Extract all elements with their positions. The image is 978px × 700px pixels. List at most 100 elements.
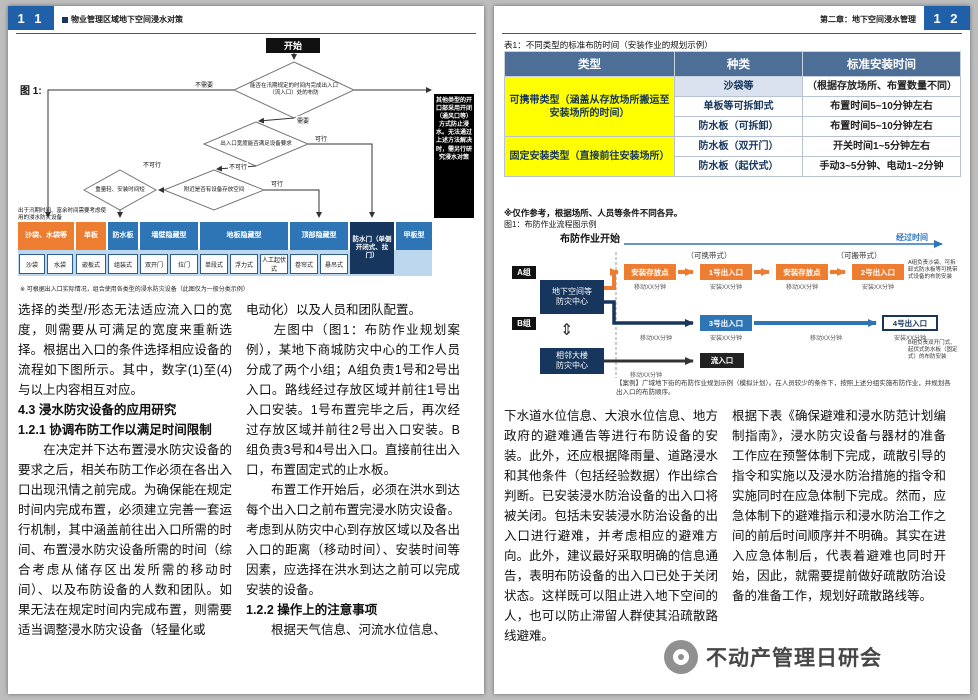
section-heading: 4.3 浸水防灾设备的应用研究 <box>18 403 177 417</box>
header-title-left: 物业管理区域地下空间浸水对策 <box>71 15 183 24</box>
type-cell-fixed: 固定安装类型（直接前往安装场所） <box>504 136 675 177</box>
flowchart-connectors <box>45 53 432 218</box>
time-label: 移动XX分钟 <box>633 285 666 291</box>
page-header-right: 第二章：地下空间浸水管理 <box>820 14 916 25</box>
camera-logo-icon <box>664 640 698 674</box>
exit-4-box: 4号出入口 <box>882 315 938 331</box>
table-row: 防水板（起伏式） 手动3~5分钟、电动1~2分钟 <box>505 156 961 177</box>
category-floor-hidden: 地板隐藏型 <box>200 222 288 250</box>
page-right: 1 2 第二章：地下空间浸水管理 表1：不同类型的标准布防时间（安装作业的规划示… <box>494 6 970 694</box>
branch-label-ok-1: 可行 <box>314 134 329 143</box>
category-waterproof-door: 防水门（单侧开闭式、拉门） <box>350 222 394 274</box>
kind-cell: 防水板（双开门） <box>674 136 803 157</box>
storage-point-box-1: 安装存放点 <box>624 264 676 280</box>
branch-label-need: 需要 <box>296 116 311 125</box>
time-cell: 布置时间5~10分钟左右 <box>802 96 961 117</box>
page-header-left: 物业管理区域地下空间浸水对策 <box>62 14 183 25</box>
page-left: 1 1 物业管理区域地下空间浸水对策 <box>8 6 484 694</box>
logo-text: 不动产管理日研会 <box>706 647 882 670</box>
category-panel: 单板 <box>76 222 106 250</box>
subtype-single-stage: 单段式 <box>200 254 228 274</box>
decision-3: 附近是否有设备存放空间 <box>183 186 245 193</box>
text-column-2: 电动化）以及人员和团队配置。 左图中（图1：布防作业规划案例），某地下商城防灾中… <box>246 300 460 640</box>
left-body-text: 选择的类型/形态无法适应流入口的宽度，则需要从可满足的宽度来重新选择。根据出入口… <box>18 300 460 640</box>
kind-cell: 单板等可拆卸式 <box>674 96 803 117</box>
standard-time-table: 类型 种类 标准安装时间 可携带类型（涵盖从存放场所搬运至安装场所的时间） 沙袋… <box>504 51 961 177</box>
bracket-carriable: （可搬带式） <box>836 251 882 260</box>
section-heading: 1.2.2 操作上的注意事项 <box>246 603 378 617</box>
exit-3-box: 3号出入口 <box>700 315 752 331</box>
type-cell-portable: 可携带类型（涵盖从存放场所搬运至安装场所的时间） <box>504 76 675 137</box>
header-type: 类型 <box>504 51 675 77</box>
header-rule-right <box>502 33 962 34</box>
branch-label-no-need: 不需要 <box>194 80 215 89</box>
header-rule-left <box>16 33 476 34</box>
time-cell: 开关时间1~5分钟左右 <box>802 136 961 157</box>
time-label: 移动XX分钟 <box>639 336 672 342</box>
paragraph: 左图中（图1：布防作业规划案例），某地下商城防灾中心的工作人员分成了两个小组；A… <box>246 323 460 477</box>
decision-4: 重量轻、安装时间短 <box>95 186 145 193</box>
flowchart-caption: ※ 可根据出入口实际情况，组合使用各类型的浸水防灾设备（此图仅为一般分类示例） <box>20 287 249 293</box>
time-label: 移动XX分钟 <box>629 373 662 379</box>
note-group-b: B组负责双开门式、起伏式防水板（固定式）的布防安装 <box>908 340 958 361</box>
case-note: 【案例】广域地下街的布防作业规划示例（模拟计划）。在人员较少的条件下，按照上述分… <box>616 380 951 396</box>
table-row: 单板等可拆卸式 布置时间5~10分钟左右 <box>505 96 961 117</box>
storage-point-box-2: 安装存放点 <box>776 264 828 280</box>
table-row: 可携带类型（涵盖从存放场所搬运至安装场所的时间） 沙袋等 （根据存放场所、布置数… <box>504 76 961 137</box>
updown-arrow-icon: ⇕ <box>560 322 574 339</box>
group-b-label: B组 <box>512 317 536 330</box>
subtype-hanging: 悬吊式 <box>320 254 348 274</box>
time-cell: 布置时间5~10分钟左右 <box>802 116 961 137</box>
timeline-caption: 图1：布防作业流程图示例 <box>504 220 597 229</box>
category-wall-hidden: 墙壁隐藏型 <box>140 222 198 250</box>
disaster-center-box: 地下空间等 防灾中心 <box>540 280 604 314</box>
paragraph: 下水道水位信息、大浪水位信息、地方政府的避难通告等进行布防设备的安装。此外，还应… <box>504 409 718 643</box>
flowchart-start-node: 开始 <box>266 38 320 53</box>
subtype-panel: 嵌板式 <box>76 254 106 274</box>
category-sandbag: 沙袋、水袋等 <box>18 222 74 250</box>
branch-label-ok-2: 可行 <box>270 179 285 188</box>
table-note: ※仅作参考，根据场所、人员等条件不同各异。 <box>504 208 683 218</box>
timeline-connectors <box>604 240 943 378</box>
paragraph: 在决定并下达布置浸水防灾设备的要求之后，相关布防工作必须在各出入口出现汛情之前完… <box>18 443 232 637</box>
deployment-timeline-figure: 布防作业开始 经过时间 （可携带式） （可搬带式） A组 B组 地下空间等 防灾… <box>504 230 960 402</box>
subtype-sandbag: 沙袋 <box>19 254 45 274</box>
flowchart-side-note: 其他类型的开口部采用开闭（通风口等）方式防止浸水。无法通过上述方法解决时，需另行… <box>434 94 474 218</box>
kind-cell: 沙袋等 <box>674 76 803 97</box>
table-header-row: 类型 种类 标准安装时间 <box>504 51 961 77</box>
time-cell: 手动3~5分钟、电动1~2分钟 <box>802 156 961 177</box>
subtype-buoyancy: 浮力式 <box>230 254 258 274</box>
header-title-right: 第二章：地下空间浸水管理 <box>820 15 916 24</box>
time-label: 安装XX分钟 <box>709 285 742 291</box>
publisher-logo: 不动产管理日研会 <box>662 638 892 676</box>
bracket-portable: （可携带式） <box>686 251 732 260</box>
subtype-roller: 卷帘式 <box>290 254 318 274</box>
figure-label: 图 1: <box>20 86 42 97</box>
page-number-right: 1 2 <box>924 6 970 30</box>
paragraph: 电动化）以及人员和团队配置。 <box>246 303 422 317</box>
subtype-waterbag: 水袋 <box>47 254 73 274</box>
group-a-label: A组 <box>512 266 536 279</box>
branch-label-ng-1: 不可行 <box>228 162 249 171</box>
category-waterboard: 防水板 <box>108 222 138 250</box>
subtype-sliding-door: 拉门 <box>170 254 198 274</box>
exit-2-box: 2号出入口 <box>852 264 904 280</box>
table-row: 固定安装类型（直接前往安装场所） 防水板（双开门） 开关时间1~5分钟左右 <box>504 136 961 177</box>
decision-2: 出入口宽度能否满足设备要求 <box>220 140 292 147</box>
subtype-double-door: 双开门 <box>140 254 168 274</box>
kind-cell: 防水板（可拆卸） <box>674 116 803 137</box>
category-top-hidden: 顶部隐藏型 <box>290 222 348 250</box>
paragraph: 根据天气信息、河流水位信息、 <box>246 623 447 637</box>
note-group-a: A组负责沙袋、可拆卸式防水板等可携带式设备的布防安装 <box>908 260 958 281</box>
time-label: 移动XX分钟 <box>785 285 818 291</box>
text-column-1: 选择的类型/形态无法适应流入口的宽度，则需要从可满足的宽度来重新选择。根据出入口… <box>18 300 232 640</box>
paragraph: 选择的类型/形态无法适应流入口的宽度，则需要从可满足的宽度来重新选择。根据出入口… <box>18 303 232 397</box>
paragraph: 根据下表《确保避难和浸水防范计划编制指南》，浸水防灾设备与器材的准备工作应在预警… <box>732 409 946 603</box>
time-axis-label: 经过时间 <box>896 233 928 242</box>
title-marker-icon <box>62 16 68 23</box>
header-time: 标准安装时间 <box>802 51 961 77</box>
right-body-text: 下水道水位信息、大浪水位信息、地方政府的避难通告等进行布防设备的安装。此外，还应… <box>504 406 946 646</box>
flowchart-left-note: 出于汛期时间、富余时间需要考虑使用的浸水防灾设备 <box>18 208 107 222</box>
time-label: 安装XX分钟 <box>893 336 926 342</box>
